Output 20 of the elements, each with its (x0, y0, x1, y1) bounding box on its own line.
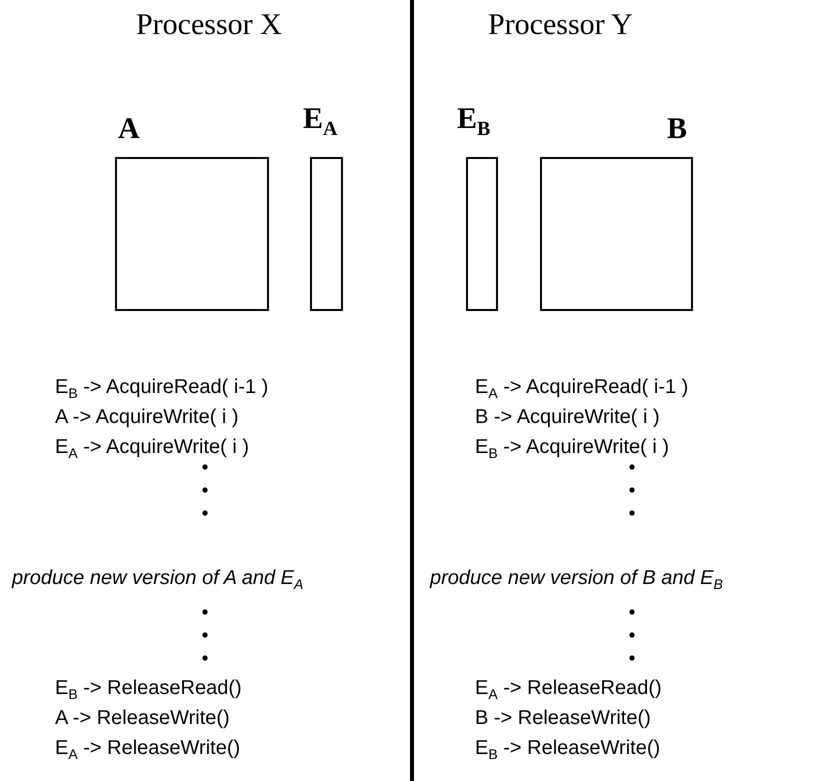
step-note: produce new version of B and E$_{B}$ (430, 566, 723, 594)
code-line: E$_{B}$ -> ReleaseWrite() (475, 736, 660, 764)
panel-title: Processor Y (488, 8, 633, 42)
code-line: E$_{B}$ -> AcquireRead( i-1 ) (55, 375, 268, 403)
code-line: E$_{B}$ -> AcquireWrite( i ) (475, 435, 670, 463)
box-label: B (667, 112, 688, 146)
code-line: E$_{A}$ -> AcquireRead( i-1 ) (475, 375, 688, 403)
panel-title: Processor X (136, 8, 282, 42)
code-line: E$_{A}$ -> ReleaseRead() (475, 676, 662, 704)
code-line: A -> ReleaseWrite() (55, 706, 230, 730)
box-label: E$_{B}$ (457, 102, 490, 141)
code-line: E$_{A}$ -> ReleaseWrite() (55, 736, 240, 764)
code-line: B -> AcquireWrite( i ) (475, 405, 660, 429)
code-line: B -> ReleaseWrite() (475, 706, 651, 730)
box-label: E$_{A}$ (303, 102, 338, 141)
code-line: E$_{B}$ -> ReleaseRead() (55, 676, 242, 704)
code-line: E$_{A}$ -> AcquireWrite( i ) (55, 435, 250, 463)
step-note: produce new version of A and E$_{A}$ (12, 566, 304, 594)
code-line: A -> AcquireWrite( i ) (55, 405, 239, 429)
box-label: A (118, 112, 140, 146)
